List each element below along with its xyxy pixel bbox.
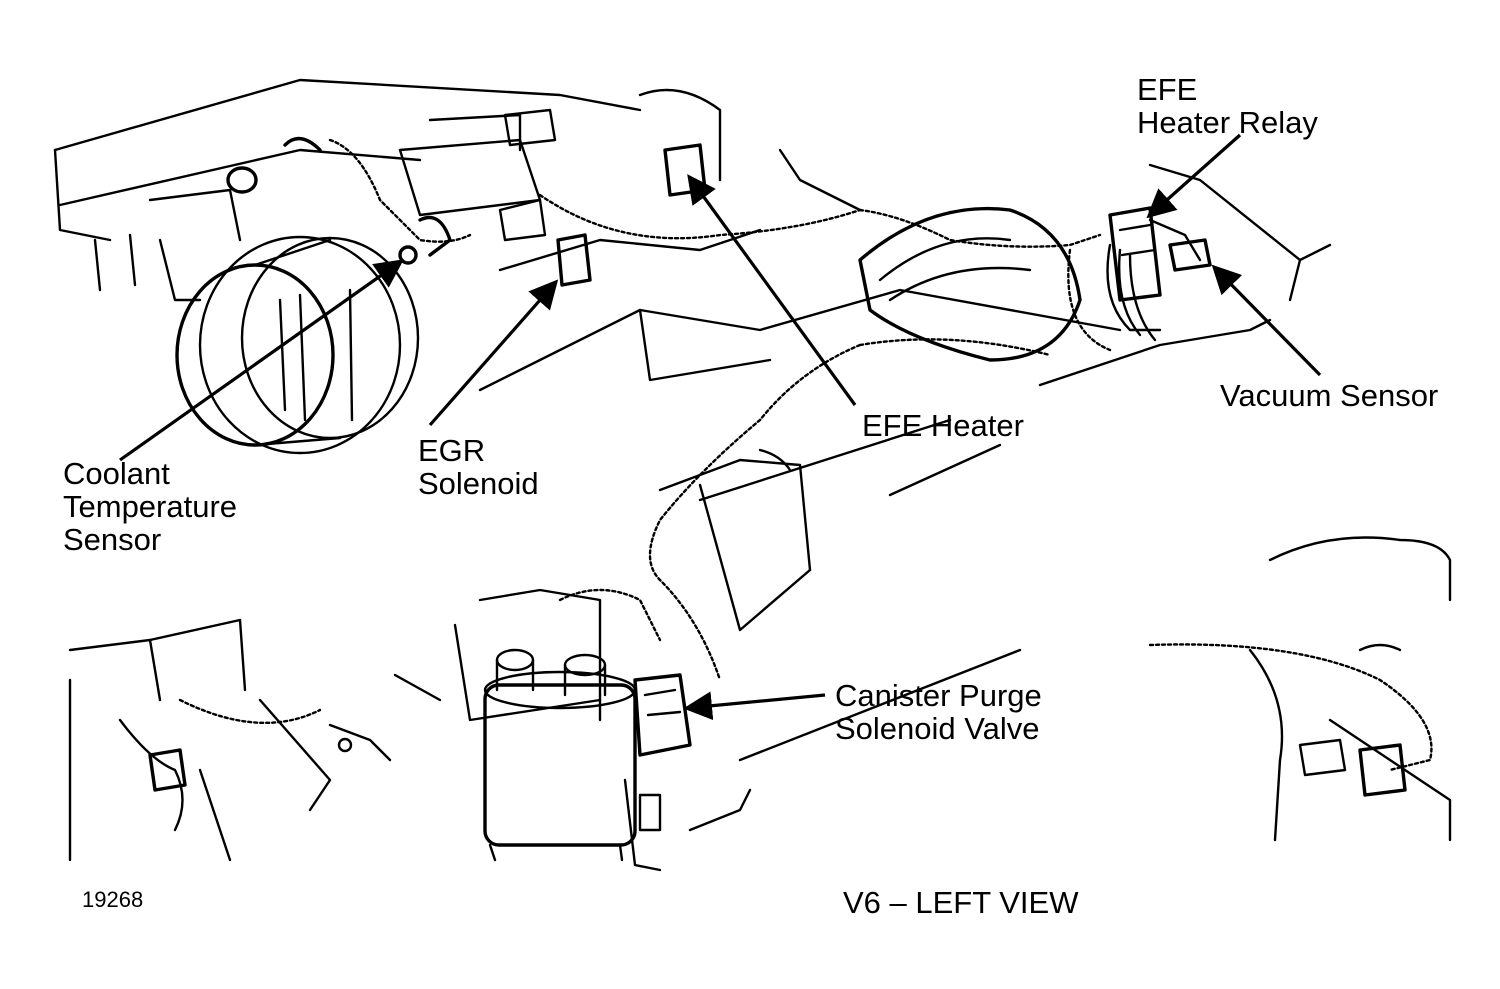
label-coolant-temperature-sensor: Coolant Temperature Sensor xyxy=(63,457,237,556)
egr-solenoid-component xyxy=(498,108,592,287)
label-coolant-line1: Coolant xyxy=(63,456,170,491)
label-canister-line1: Canister Purge xyxy=(835,678,1042,713)
label-egr-solenoid-line1: EGR xyxy=(418,433,486,468)
label-efe-heater-relay-line2: Heater Relay xyxy=(1137,105,1318,140)
label-vacuum-sensor-line1: Vacuum Sensor xyxy=(1220,378,1439,413)
leader-canister-purge xyxy=(683,691,826,721)
inset-lower-right xyxy=(1148,536,1452,842)
label-coolant-line3: Sensor xyxy=(63,522,162,557)
inset-lower-left xyxy=(68,618,392,862)
wiring-harness xyxy=(328,138,1162,682)
coolant-sensor-component xyxy=(226,136,452,265)
figure-caption: V6 – LEFT VIEW xyxy=(843,885,1079,920)
label-coolant-line2: Temperature xyxy=(63,489,238,524)
efe-heater-relay-component xyxy=(1108,206,1202,302)
label-efe-heater-relay: EFE Heater Relay xyxy=(1137,73,1318,139)
leader-efe-heater xyxy=(687,174,857,406)
label-efe-heater-relay-line1: EFE xyxy=(1137,72,1198,107)
label-efe-heater: EFE Heater xyxy=(862,409,1024,442)
label-vacuum-sensor: Vacuum Sensor xyxy=(1220,379,1438,412)
leader-lines xyxy=(119,133,1322,721)
label-canister-line2: Solenoid Valve xyxy=(835,711,1040,746)
label-canister-purge-solenoid-valve: Canister Purge Solenoid Valve xyxy=(835,679,1042,745)
vacuum-sensor-component xyxy=(1168,238,1212,272)
label-efe-heater-line1: EFE Heater xyxy=(862,408,1024,443)
efe-heater-connector xyxy=(663,143,707,197)
label-egr-solenoid-line2: Solenoid xyxy=(418,466,539,501)
figure-number: 19268 xyxy=(82,887,144,912)
leader-efe-heater-relay xyxy=(1146,133,1242,219)
leader-vacuum-sensor xyxy=(1211,264,1322,377)
engine-body-outline xyxy=(53,78,1332,872)
label-egr-solenoid: EGR Solenoid xyxy=(418,434,539,500)
leader-coolant-sensor xyxy=(119,259,404,462)
leader-egr-solenoid xyxy=(428,279,559,427)
